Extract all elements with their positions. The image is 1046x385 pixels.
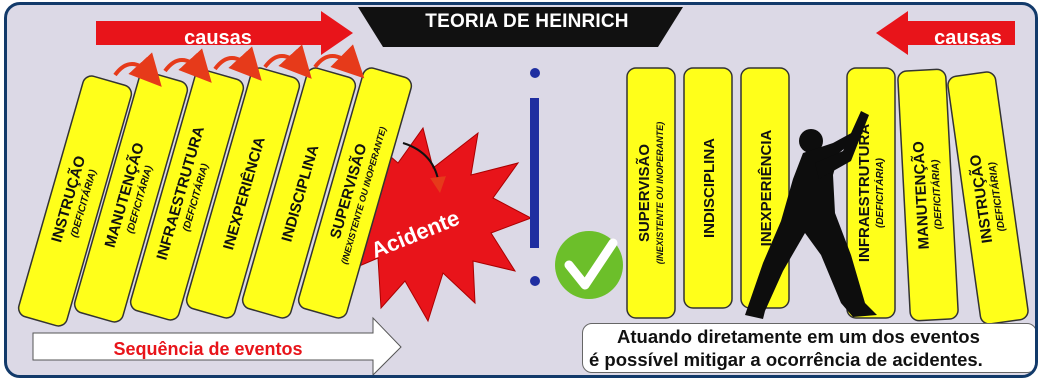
domino-body	[73, 71, 189, 323]
domino-body	[185, 67, 301, 319]
domino-label: MANUTENÇÃO	[909, 140, 933, 249]
divider-dot-bottom	[530, 276, 540, 286]
domino-body	[129, 69, 245, 321]
chain-arrows	[113, 44, 365, 87]
stopped-domino-instrucao: INSTRUÇÃO(DEFICITÁRIA)	[947, 71, 1029, 325]
to-accident-arrow	[402, 142, 446, 193]
falling-domino-supervisao: SUPERVISÃO(INEXISTENTE OU INOPERANTE)	[297, 67, 413, 319]
stopped-domino-manutencao: MANUTENÇÃO(DEFICITÁRIA)	[897, 68, 959, 322]
domino-sublabel: (DEFICITÁRIA)	[873, 157, 886, 228]
domino-body	[626, 67, 676, 319]
domino-label: INEXPERIÊNCIA	[757, 129, 775, 246]
title-banner	[358, 7, 683, 47]
falling-domino-indisciplina: INDISCIPLINA	[241, 67, 357, 319]
domino-label: INDISCIPLINA	[701, 138, 718, 238]
check-mark-icon	[564, 238, 618, 290]
stopped-domino-supervisao: SUPERVISÃO(INEXISTENTE OU INOPERANTE)	[626, 67, 676, 319]
causes-label-left: causas	[184, 27, 252, 49]
diagram-graphics: INSTRUÇÃO(DEFICITÁRIA)MANUTENÇÃO(DEFICIT…	[17, 7, 1029, 375]
domino-label: SUPERVISÃO	[635, 144, 653, 242]
domino-sublabel: (DEFICITÁRIA)	[928, 159, 945, 230]
stopped-dominoes: SUPERVISÃO(INEXISTENTE OU INOPERANTE) IND…	[626, 67, 1029, 325]
divider-dot-top	[530, 68, 540, 78]
domino-body	[947, 71, 1029, 325]
falling-dominoes: INSTRUÇÃO(DEFICITÁRIA)MANUTENÇÃO(DEFICIT…	[17, 67, 413, 327]
sequence-label: Sequência de eventos	[113, 339, 302, 359]
domino-body	[897, 68, 959, 322]
mitigation-note: Atuando diretamente em um dos eventos é …	[582, 323, 1035, 373]
note-line-1: Atuando diretamente em um dos eventos	[617, 326, 980, 347]
falling-domino-infraestrutura: INFRAESTRUTURA(DEFICITÁRIA)	[129, 69, 245, 321]
page-title: TEORIA DE HEINRICH	[425, 11, 629, 32]
stopped-domino-indisciplina: INDISCIPLINA	[683, 67, 733, 309]
causes-arrow-right	[876, 11, 1015, 55]
domino-label: INFRAESTRUTURA	[856, 124, 873, 262]
divider-bar	[530, 98, 539, 248]
domino-body	[17, 75, 133, 327]
note-line-2: é possível mitigar a ocorrência de acide…	[589, 349, 983, 370]
domino-body	[683, 67, 733, 309]
domino-sublabel: (INEXISTENTE OU INOPERANTE)	[655, 122, 665, 265]
falling-domino-manutencao: MANUTENÇÃO(DEFICITÁRIA)	[73, 71, 189, 323]
sequence-arrow	[32, 316, 402, 375]
content-panel: INSTRUÇÃO(DEFICITÁRIA)MANUTENÇÃO(DEFICIT…	[4, 2, 1038, 378]
causes-arrow-left	[96, 11, 353, 55]
causes-label-right: causas	[934, 27, 1002, 49]
domino-body	[297, 67, 413, 319]
person-pushing-icon	[745, 111, 877, 319]
